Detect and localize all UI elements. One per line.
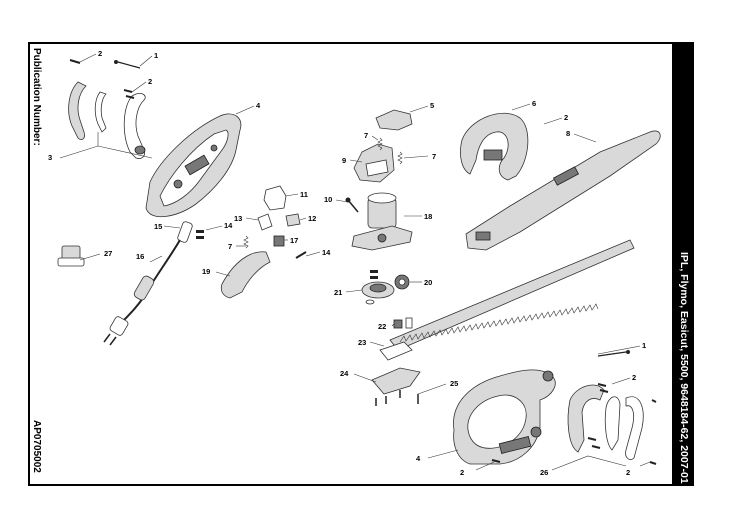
callout-7a: 7 [364,131,368,140]
callout-21: 21 [334,288,342,297]
callout-27: 27 [104,249,112,258]
part-rear-handle-halves-26 [491,350,657,471]
part-spacer-22 [393,317,413,329]
callout-labels: 2 1 2 3 4 5 6 2 8 7 9 7 10 11 13 12 15 1… [48,49,646,477]
part-cable-sleeve-15 [177,221,193,243]
part-blade-23 [379,239,635,361]
callout-23: 23 [358,338,366,347]
callout-16: 16 [136,252,144,261]
callout-9: 9 [342,156,346,165]
part-trigger-9 [353,143,395,183]
callout-26: 26 [540,468,548,477]
part-motor-18 [351,192,413,251]
part-cable-clip-27 [57,245,85,267]
callout-1a: 1 [154,51,158,60]
part-hand-guard-6 [460,113,529,181]
part-front-handle-left [68,81,107,140]
part-blade-cover-8 [465,130,661,251]
callout-4a: 4 [256,101,261,110]
callout-17: 17 [290,236,298,245]
part-block-13 [257,213,273,231]
screws-top-left [69,59,141,99]
callout-14a: 14 [224,221,233,230]
part-housing-left [145,113,242,218]
callout-14b: 14 [322,248,331,257]
part-rear-handle-19 [220,251,271,299]
part-gear-assembly-21 [361,270,395,305]
part-gear-20 [394,274,410,290]
part-power-cord-16 [103,239,181,346]
callout-25: 25 [450,379,458,388]
title-bar: IPL, Flymo, Easicut, 5500, 9648184-62, 2… [674,42,694,486]
callout-20: 20 [424,278,432,287]
callout-10: 10 [324,195,332,204]
callout-15: 15 [154,222,162,231]
part-switch-cover-5 [375,109,413,131]
part-clip-12 [285,213,301,227]
callout-12: 12 [308,214,316,223]
callout-19: 19 [202,267,210,276]
callout-2c: 2 [564,113,568,122]
part-front-handle-right [123,93,146,159]
part-cover-11 [263,185,287,211]
callout-22: 22 [378,322,386,331]
callout-2d: 2 [632,373,636,382]
springs-7 [243,137,403,249]
part-screw-10 [345,197,359,213]
leader-lines [79,53,651,471]
callout-2a: 2 [98,49,102,58]
callout-2f: 2 [626,468,630,477]
callout-8: 8 [566,129,570,138]
callout-18: 18 [424,212,432,221]
callout-4b: 4 [416,454,421,463]
part-housing-right [453,369,556,465]
callout-2e: 2 [460,468,464,477]
callout-13: 13 [234,214,242,223]
part-switch-17 [273,235,285,247]
callout-11: 11 [300,190,308,199]
callout-2b: 2 [148,77,152,86]
callout-24: 24 [340,369,349,378]
callout-5: 5 [430,101,434,110]
callout-7c: 7 [228,242,232,251]
part-screws-14 [196,230,307,259]
callout-1b: 1 [642,341,646,350]
part-base-plate-24 [371,367,421,406]
callout-6: 6 [532,99,536,108]
callout-3: 3 [48,153,52,162]
bracket-lines-3 [59,132,153,159]
diagram-frame [28,42,674,486]
callout-7b: 7 [432,152,436,161]
